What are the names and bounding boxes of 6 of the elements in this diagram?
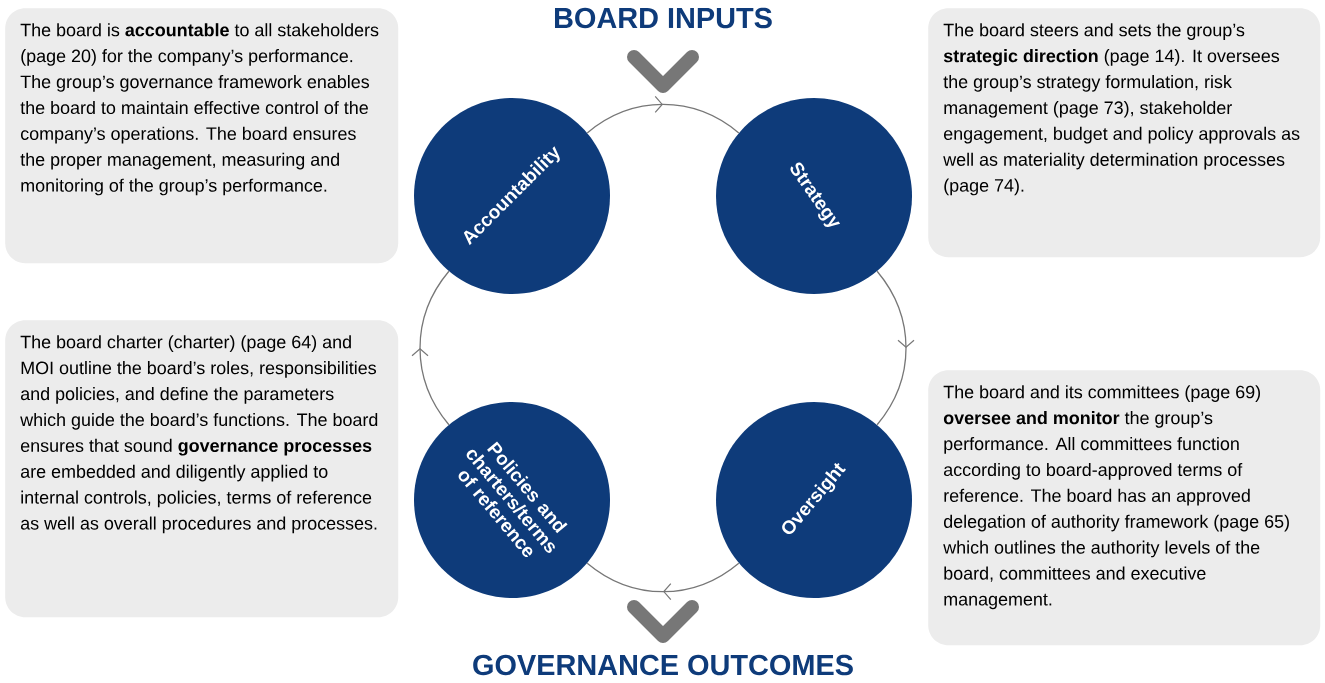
- heading: BOARD INPUTS: [555, 7, 772, 29]
- text-box: The board charter (charter) (page 64) and MOI outline the board’s roles, responsibilities and policies, and define the parameters which guide the board’s functions. The board ensures that sound governance processes are embedded and diligently applied to internal controls, policies, terms of reference as well as overall procedures and processes.: [5, 320, 399, 618]
- text-box: The board steers and sets the group’s strategic direction (page 14). It oversees the group’s strategy formulation, risk management (page 73), stakeholder engagement, budget and policy approvals as well as materiality determination processes (page 74).: [928, 8, 1321, 258]
- text-box: The board and its committees (page 69) oversee and monitor the group’s performance. All committees function according to board-approved terms of reference. The board has an approved delegation of authority framework (page 65) which outlines the authority levels of the board, committees and executive management.: [928, 370, 1321, 646]
- text-box: The board is accountable to all stakeholders (page 20) for the company’s performance. The group’s governance framework enables the board to maintain effective control of the company’s operations. The board ensures the proper management, measuring and monitoring of the group’s performance.: [5, 8, 399, 264]
- heading: GOVERNANCE OUTCOMES: [473, 654, 853, 676]
